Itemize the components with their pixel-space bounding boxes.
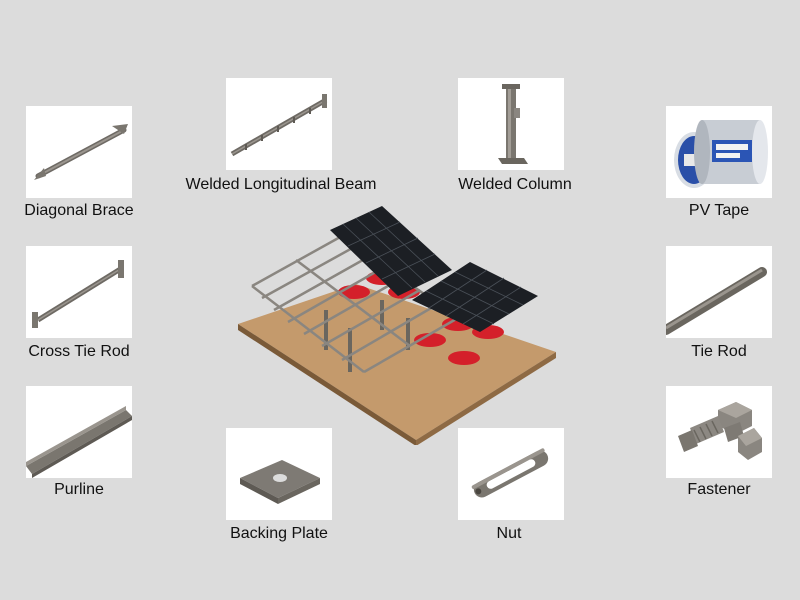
part-label: Tie Rod bbox=[691, 343, 747, 360]
backing-plate-icon bbox=[226, 428, 332, 520]
part-label: Welded Column bbox=[458, 176, 572, 193]
diagonal-brace-icon bbox=[26, 106, 132, 198]
column-icon bbox=[458, 78, 564, 170]
tape-roll-icon bbox=[666, 106, 772, 198]
part-label: Welded Longitudinal Beam bbox=[185, 176, 377, 193]
part-label: Backing Plate bbox=[230, 525, 328, 542]
purline-icon bbox=[26, 386, 132, 478]
longitudinal-beam-icon bbox=[226, 78, 332, 170]
part-label: Diagonal Brace bbox=[24, 202, 134, 219]
part-label: Purline bbox=[54, 481, 104, 498]
part-label: Cross Tie Rod bbox=[28, 343, 130, 360]
part-label: PV Tape bbox=[688, 202, 750, 219]
bolt-icon bbox=[666, 386, 772, 478]
nut-icon bbox=[458, 428, 564, 520]
cross-tie-rod-icon bbox=[26, 246, 132, 338]
part-label: Nut bbox=[496, 525, 522, 542]
tie-rod-icon bbox=[666, 246, 772, 338]
solar-carport-icon bbox=[232, 200, 562, 445]
part-label: Fastener bbox=[687, 481, 751, 498]
